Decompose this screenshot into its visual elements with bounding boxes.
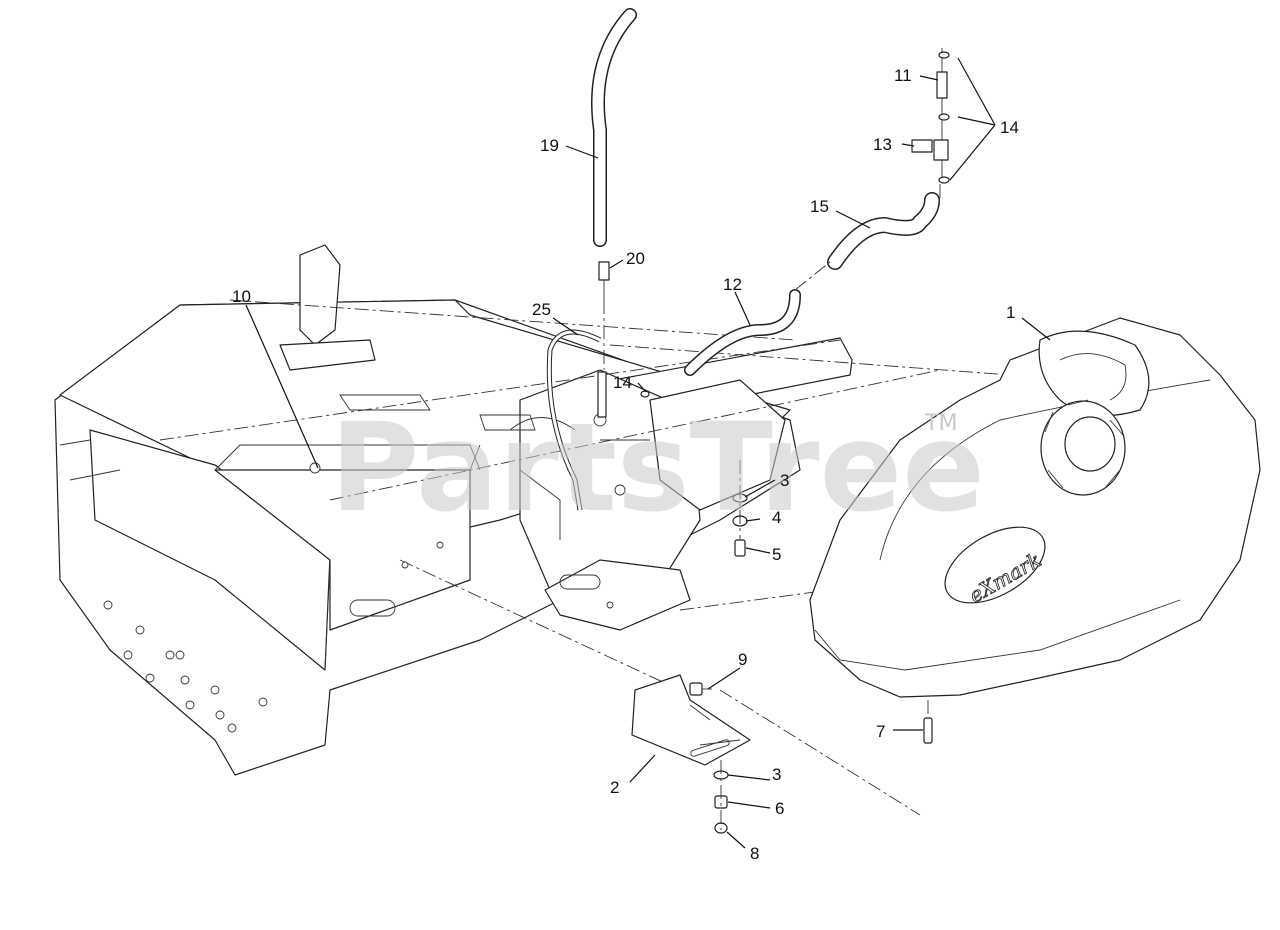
callout-14-lower: 14 <box>613 373 632 392</box>
callout-19: 19 <box>540 136 559 155</box>
callout-4: 4 <box>772 508 781 527</box>
callout-7: 7 <box>876 722 885 741</box>
callout-11: 11 <box>894 66 912 85</box>
frame-holes <box>103 413 626 733</box>
callout-8: 8 <box>750 844 759 863</box>
callout-2: 2 <box>610 778 619 797</box>
bolt-9 <box>689 682 712 696</box>
bracket-2 <box>631 674 751 766</box>
mower-frame <box>54 244 1171 816</box>
filter-assembly <box>640 48 950 398</box>
callout-6: 6 <box>775 799 784 818</box>
pin-7 <box>923 700 933 744</box>
hose-19 <box>591 8 637 247</box>
watermark: PartsTree TM <box>330 397 985 539</box>
callout-15: 15 <box>810 197 829 216</box>
callout-5: 5 <box>772 545 781 564</box>
callout-10: 10 <box>232 287 251 306</box>
leader-lines <box>245 57 1051 849</box>
fuel-cap <box>1040 399 1126 496</box>
callout-3-lower: 3 <box>772 765 781 784</box>
callout-25: 25 <box>532 300 551 319</box>
callout-13: 13 <box>873 135 892 154</box>
hose-12 <box>684 289 801 376</box>
bolt-5 <box>734 539 746 557</box>
fitting-20 <box>598 261 610 370</box>
callout-14-upper: 14 <box>1000 118 1019 137</box>
callout-1: 1 <box>1006 303 1015 322</box>
fuel-tank: eXmark <box>809 317 1261 698</box>
svg-text:PartsTree: PartsTree <box>330 397 985 539</box>
callout-12: 12 <box>723 275 742 294</box>
callout-9: 9 <box>738 650 747 669</box>
hose-15 <box>827 192 940 270</box>
callout-labels: 1 2 3 3 4 5 6 7 8 9 10 11 12 13 14 14 15… <box>232 66 1019 863</box>
callout-3-upper: 3 <box>780 471 789 490</box>
svg-text:TM: TM <box>924 411 957 436</box>
callout-20: 20 <box>626 249 645 268</box>
